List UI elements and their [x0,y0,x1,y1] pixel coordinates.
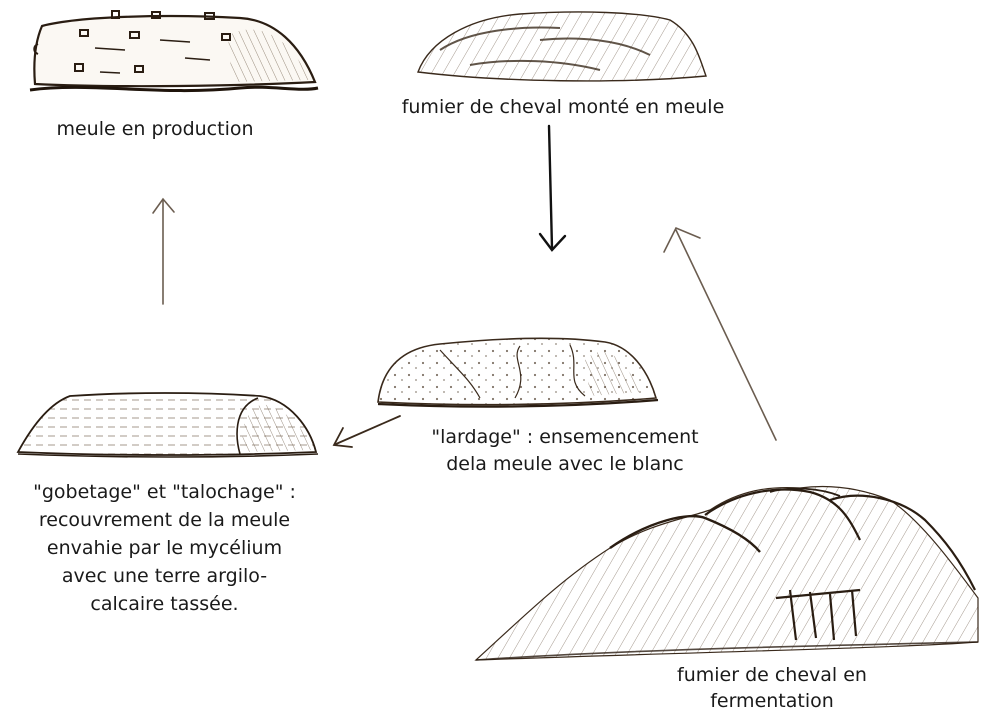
label-gobetage: "gobetage" et "talochage" : recouvrement… [2,478,327,618]
mound-gobetage [18,393,318,457]
mound-production [30,11,318,91]
label-lardage: "lardage" : ensemencement dela meule ave… [400,424,730,478]
arrow-monte-to-lardage [540,126,565,250]
mound-lardage [378,338,658,406]
label-fermentation: fumier de cheval en fermentation [652,662,892,714]
pile-fermentation [476,487,978,661]
arrow-gobetage-to-production [153,199,174,304]
mound-monte [418,12,706,81]
label-fumier-monte: fumier de cheval monté en meule [378,94,748,120]
label-meule-production: meule en production [30,116,280,142]
arrow-fermentation-to-monte [664,228,776,440]
arrow-lardage-to-gobetage [334,416,400,447]
